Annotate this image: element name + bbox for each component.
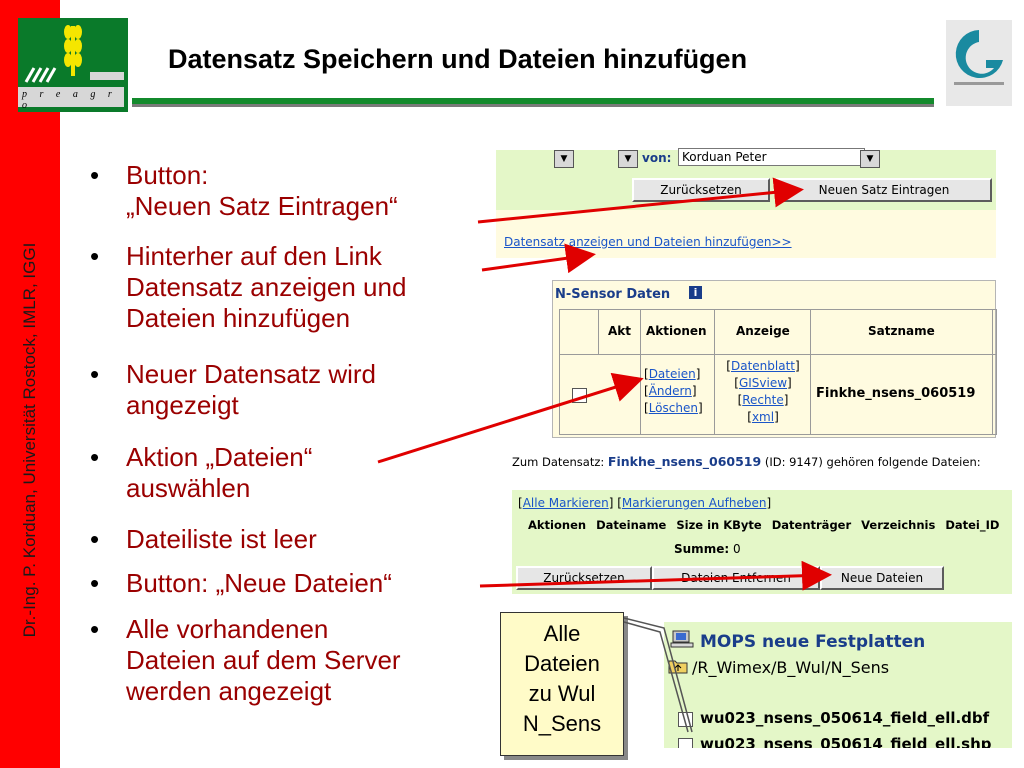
arrow-2 — [481, 243, 596, 274]
mark-all-link[interactable]: Alle Markieren — [522, 496, 609, 510]
rights-link[interactable]: Rechte — [742, 393, 784, 407]
directory-path: /R_Wimex/B_Wul/N_Sens — [692, 658, 890, 677]
files-action-link[interactable]: Dateien — [648, 367, 696, 381]
dropdown-arrow-icon[interactable]: ▼ — [554, 150, 574, 168]
von-label: von: — [642, 151, 672, 165]
col-header: Akt — [608, 324, 632, 338]
slide-title: Datensatz Speichern und Dateien hinzufüg… — [168, 44, 748, 74]
nsensor-table-panel: N-Sensor Daten i Akt Aktionen Anzeige Sa… — [552, 280, 997, 438]
sum-row: Summe: 0 — [674, 542, 741, 556]
info-icon[interactable]: i — [689, 286, 702, 299]
server-name: MOPS neue Festplatten — [700, 632, 926, 652]
arrow-4 — [479, 560, 832, 591]
datasheet-link[interactable]: Datenblatt — [730, 359, 795, 373]
computer-icon — [670, 630, 694, 648]
server-file-panel: MOPS neue Festplatten /R_Wimex/B_Wul/N_S… — [664, 622, 1012, 748]
file-name[interactable]: wu023_nsens_050614_field_ell.dbf — [700, 709, 990, 727]
nsensor-heading: N-Sensor Daten — [555, 287, 671, 302]
edit-action-link[interactable]: Ändern — [648, 384, 692, 398]
record-name: Finkhe_nsens_060519 — [816, 386, 976, 401]
col-header: Anzeige — [736, 324, 790, 338]
unmark-link[interactable]: Markierungen Aufheben — [621, 496, 767, 510]
xml-link[interactable]: xml — [751, 410, 775, 424]
file-checkbox[interactable] — [678, 738, 693, 748]
gisview-link[interactable]: GISview — [738, 376, 788, 390]
new-record-button[interactable]: Neuen Satz Eintragen — [776, 178, 992, 202]
callout-box: Alle Dateien zu Wul N_Sens — [500, 612, 624, 756]
table-header: Akt Aktionen Anzeige Satzname — [560, 310, 996, 434]
title-rule — [132, 98, 934, 104]
mark-links: [Alle Markieren] [Markierungen Aufheben] — [518, 496, 772, 510]
dataset-name: Finkhe_nsens_060519 — [607, 454, 762, 469]
file-name[interactable]: wu023_nsens_050614_field_ell.shp — [700, 735, 992, 748]
file-table-header: Aktionen Dateiname Size in KByte Datentr… — [528, 518, 1000, 532]
callout-pointer — [623, 617, 693, 733]
view-links: [Datenblatt] [GISview] [Rechte] [xml] — [726, 359, 800, 424]
dropdown-arrow-icon[interactable]: ▼ — [860, 150, 880, 168]
nsensor-table: Akt Aktionen Anzeige Satzname [Dateien] … — [559, 309, 997, 435]
arrow-3 — [377, 372, 644, 464]
file-list-intro: Zum Datensatz: Finkhe_nsens_060519 (ID: … — [510, 450, 1010, 490]
action-links: [Dateien] [Ändern] [Löschen] — [644, 367, 703, 415]
dropdown-arrow-icon[interactable]: ▼ — [618, 150, 638, 168]
logo-band — [18, 87, 124, 107]
reset-button[interactable]: Zurücksetzen — [632, 178, 770, 202]
logo-text: p r e a g r o — [22, 89, 117, 111]
col-header: Aktionen — [646, 324, 707, 338]
delete-action-link[interactable]: Löschen — [648, 401, 698, 415]
sidebar-band — [0, 0, 60, 768]
dataset-intro: Zum Datensatz: Finkhe_nsens_060519 (ID: … — [512, 454, 981, 469]
record-form-panel: ▼ ▼ von: Korduan Peter ▼ Zurücksetzen Ne… — [496, 148, 996, 210]
col-header: Satzname — [868, 324, 935, 338]
institute-logo — [946, 20, 1012, 106]
arrow-1 — [477, 177, 804, 224]
author-select[interactable]: Korduan Peter — [678, 148, 865, 166]
